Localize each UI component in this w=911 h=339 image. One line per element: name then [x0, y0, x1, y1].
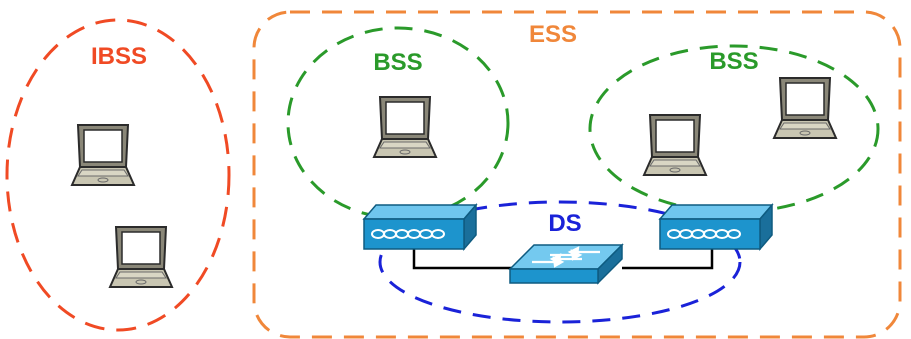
laptop-icon: [109, 226, 173, 288]
link-switch-to-right-ap: [622, 249, 714, 270]
ess-label: ESS: [529, 21, 577, 48]
laptop-icon: [773, 77, 837, 139]
laptop-icon: [643, 114, 707, 176]
ibss-boundary: [5, 18, 231, 332]
switch-icon: [508, 243, 624, 285]
ibss-label: IBSS: [91, 43, 147, 70]
laptop-icon: [373, 96, 437, 158]
bss-right-label: BSS: [709, 48, 758, 75]
link-left-ap-to-switch: [412, 249, 512, 270]
ds-boundary: [378, 200, 742, 324]
bss-left-label: BSS: [373, 49, 422, 76]
ds-label: DS: [548, 210, 581, 237]
ds-links: [412, 249, 714, 270]
ess-boundary: [252, 10, 902, 339]
access-point-icon: [363, 204, 477, 250]
access-point-icon: [659, 204, 773, 250]
laptop-icon: [71, 124, 135, 186]
